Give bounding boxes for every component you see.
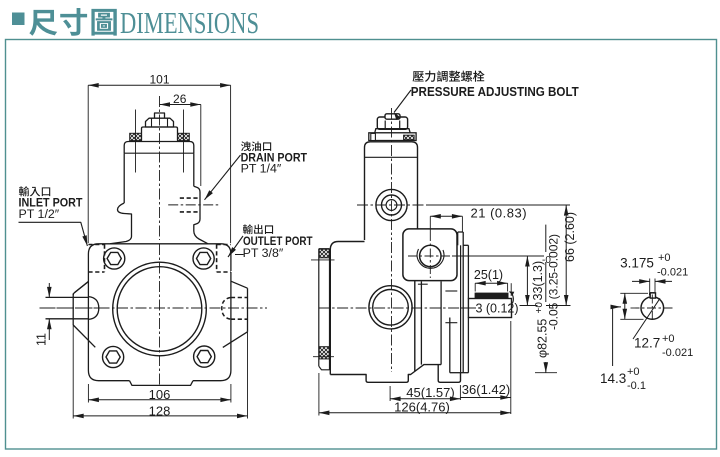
svg-text:PT 1/2″: PT 1/2″	[19, 207, 60, 221]
svg-text:-0.1: -0.1	[627, 380, 646, 392]
svg-text:128: 128	[149, 403, 171, 418]
svg-text:DIMENSIONS: DIMENSIONS	[120, 6, 259, 40]
svg-text:+0: +0	[534, 302, 545, 314]
svg-text:66 (2.60): 66 (2.60)	[563, 212, 577, 262]
svg-text:106: 106	[149, 387, 171, 402]
svg-text:21 (0.83): 21 (0.83)	[471, 206, 528, 221]
svg-text:-0.021: -0.021	[662, 347, 693, 359]
svg-text:36(1.42): 36(1.42)	[462, 382, 510, 397]
svg-text:33(1.3): 33(1.3)	[531, 261, 545, 301]
svg-text:12.7: 12.7	[634, 336, 660, 351]
svg-text:+0: +0	[662, 333, 675, 345]
svg-text:14.3: 14.3	[600, 371, 626, 386]
svg-text:φ82.55: φ82.55	[536, 319, 550, 358]
svg-text:3.175: 3.175	[620, 256, 654, 271]
svg-text:-0: -0	[542, 255, 551, 266]
svg-text:+0: +0	[658, 252, 671, 264]
svg-text:45(1.57): 45(1.57)	[406, 385, 454, 400]
svg-text:+0: +0	[627, 366, 640, 378]
svg-text:OUTLET PORT: OUTLET PORT	[243, 234, 313, 248]
svg-text:3 (0.12): 3 (0.12)	[475, 301, 518, 315]
svg-text:INLET PORT: INLET PORT	[19, 196, 83, 210]
svg-text:PT 3/8″: PT 3/8″	[243, 246, 284, 260]
svg-text:-0.021: -0.021	[657, 267, 688, 279]
svg-text:-0.05 (3.25-0.002): -0.05 (3.25-0.002)	[547, 234, 561, 330]
svg-text:26: 26	[173, 92, 187, 106]
svg-text:DRAIN PORT: DRAIN PORT	[241, 150, 308, 164]
svg-text:101: 101	[149, 73, 169, 87]
svg-text:126(4.76): 126(4.76)	[394, 399, 450, 414]
svg-text:PT 1/4″: PT 1/4″	[241, 161, 282, 175]
svg-text:PRESSURE ADJUSTING BOLT: PRESSURE ADJUSTING BOLT	[411, 85, 579, 99]
svg-text:11: 11	[35, 333, 49, 346]
svg-text:25(1): 25(1)	[474, 268, 503, 282]
